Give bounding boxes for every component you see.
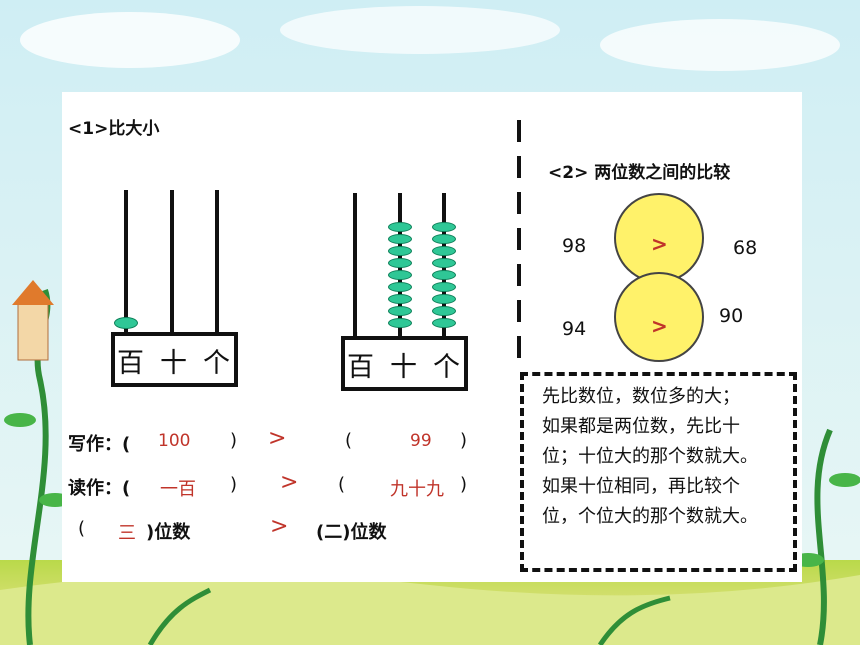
place-label-tens: 十	[390, 352, 417, 383]
write-gt-sign: >	[268, 426, 287, 451]
read-right-answer: 九十九	[390, 479, 444, 500]
abacus-rod-hundreds	[124, 190, 128, 335]
rule-box	[520, 372, 797, 572]
abacus-bead	[432, 246, 456, 256]
write-open2: (	[345, 430, 353, 451]
abacus-rod-ones	[215, 190, 219, 335]
read-left-answer: 一百	[160, 479, 196, 500]
write-prefix: 写作：(	[68, 434, 131, 455]
write-left-answer: 100	[158, 431, 191, 451]
abacus-bead	[388, 222, 412, 232]
abacus-bead	[388, 282, 412, 292]
abacus-bead	[432, 270, 456, 280]
place-label-ones: 个	[433, 352, 460, 383]
abacus-rod-hundreds	[353, 193, 357, 338]
digits-close: )位数	[146, 522, 191, 543]
write-close2: )	[460, 430, 468, 451]
rule-line: 先比数位，数位多的大；	[542, 386, 740, 407]
rule-text: 先比数位，数位多的大； 如果都是两位数，先比十 位；十位大的那个数就大。 如果十…	[542, 382, 792, 532]
place-label-hundreds: 百	[347, 352, 374, 383]
abacus-bead	[432, 282, 456, 292]
abacus-bead	[388, 318, 412, 328]
abacus-bead	[388, 294, 412, 304]
place-label-ones: 个	[203, 348, 230, 379]
abacus-bead	[432, 318, 456, 328]
abacus-bead	[388, 234, 412, 244]
digits-gt-sign: >	[270, 514, 289, 539]
place-label-hundreds: 百	[117, 348, 144, 379]
abacus-bead	[388, 258, 412, 268]
abacus-bead	[388, 306, 412, 316]
comparison-circle-top	[614, 193, 704, 283]
write-close: )	[230, 430, 238, 451]
abacus-bead	[388, 246, 412, 256]
rule-line: 如果十位相同，再比较个	[542, 476, 740, 497]
abacus-bead	[432, 234, 456, 244]
digits-open: (	[78, 518, 86, 539]
compare-row1-left: 98	[562, 235, 587, 257]
read-open2: (	[338, 474, 346, 495]
rule-line: 位；十位大的那个数就大。	[542, 446, 758, 467]
section2-title: <2> 两位数之间的比较	[548, 163, 731, 183]
read-close: )	[230, 474, 238, 495]
compare-row2-left: 94	[562, 318, 587, 340]
section1-title: <1>比大小	[68, 119, 160, 139]
section-divider	[517, 120, 521, 370]
compare-row2-right: 90	[719, 305, 744, 327]
rule-line: 如果都是两位数，先比十	[542, 416, 740, 437]
rule-line: 位，个位大的那个数就大。	[542, 506, 758, 527]
abacus-bead	[114, 317, 138, 329]
abacus-bead	[432, 258, 456, 268]
digits-right: (二)位数	[316, 522, 387, 543]
abacus-frame	[111, 332, 238, 387]
abacus-bead	[432, 294, 456, 304]
compare-row1-right: 68	[733, 237, 758, 259]
compare-row2-sign: >	[651, 314, 668, 338]
abacus-bead	[432, 306, 456, 316]
abacus-rod-tens	[170, 190, 174, 335]
read-gt-sign: >	[280, 470, 299, 495]
abacus-bead	[388, 270, 412, 280]
read-close2: )	[460, 474, 468, 495]
write-right-answer: 99	[410, 431, 432, 451]
abacus-frame	[341, 336, 468, 391]
place-label-tens: 十	[160, 348, 187, 379]
digits-left-answer: 三	[118, 523, 136, 544]
comparison-circle-bottom	[614, 272, 704, 362]
abacus-bead	[432, 222, 456, 232]
read-prefix: 读作：(	[68, 478, 131, 499]
compare-row1-sign: >	[651, 232, 668, 256]
